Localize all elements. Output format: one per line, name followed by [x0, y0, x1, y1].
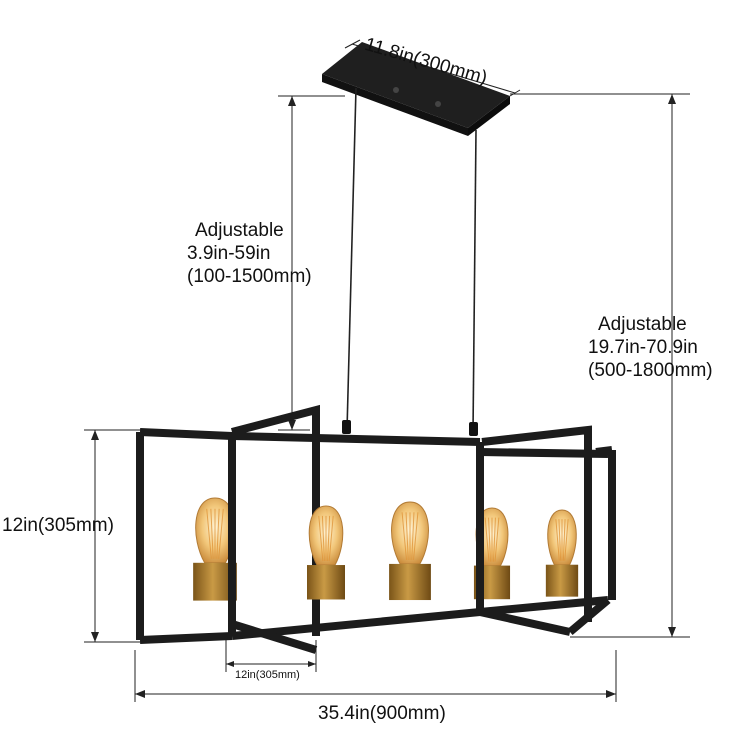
total-height-label: Adjustable 19.7in-70.9in (500-1800mm) [588, 314, 713, 382]
bulb-filament [411, 512, 415, 560]
bulb-2 [307, 505, 345, 600]
bulb-filament [216, 508, 220, 559]
cable-clips [342, 420, 478, 436]
frame-depth-label: 12in(305mm) [235, 669, 300, 681]
total-height-line2: 19.7in-70.9in [588, 336, 698, 358]
front-frame [136, 428, 611, 654]
bulb-filament [405, 512, 409, 560]
bulb-filament [555, 519, 560, 561]
frame-length-label: 35.4in(900mm) [318, 703, 446, 724]
suspension-cables [346, 87, 477, 433]
bulb-filament [327, 515, 331, 562]
bulb-filament [562, 519, 566, 561]
bulb-3 [389, 501, 431, 601]
ceiling-canopy [322, 42, 510, 136]
bulb-filament [328, 515, 334, 562]
bulb-filament [488, 517, 491, 562]
chain-adjust-line2: 3.9in-59in [187, 242, 271, 264]
brass-socket [545, 564, 579, 597]
canopy-screw [393, 87, 399, 93]
bulb-filament [218, 508, 224, 559]
bulb-filament [564, 519, 569, 561]
bulb-filament [206, 508, 212, 559]
edison-bulbs [193, 497, 579, 601]
canopy-screw [435, 101, 441, 107]
brass-socket [389, 563, 431, 601]
total-height-line1: Adjustable [598, 314, 687, 335]
bulb-filament [210, 508, 214, 559]
frame-height-label: 12in(305mm) [2, 515, 114, 536]
total-height-line3: (500-1800mm) [588, 359, 713, 381]
chain-adjust-label: Adjustable 3.9in-59in (100-1500mm) [187, 220, 312, 288]
bulb-filament [318, 515, 324, 562]
brass-socket [307, 565, 345, 600]
bulb-filament [484, 517, 490, 562]
bulb-filament [401, 512, 407, 560]
chain-adjust-line1: Adjustable [195, 220, 284, 241]
bulb-filament [493, 517, 496, 562]
bulb-filament [321, 515, 325, 562]
chain-adjust-line3: (100-1500mm) [187, 265, 312, 287]
bulb-filament [558, 519, 562, 561]
bulb-filament [494, 517, 500, 562]
bulb-5 [545, 509, 579, 597]
bulb-filament [413, 512, 419, 560]
bulb-1 [193, 497, 237, 601]
dimension-arrowheads [91, 94, 676, 698]
